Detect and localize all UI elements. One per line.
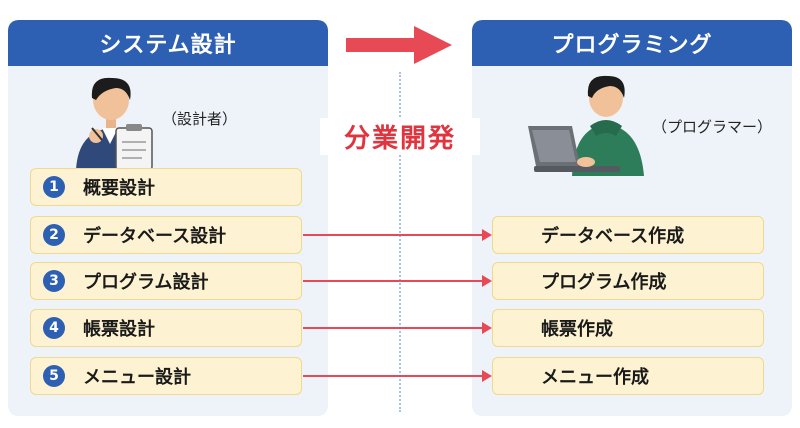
list-item-program-design: 3 プログラム設計	[30, 262, 302, 300]
connector-arrow-icon	[303, 322, 492, 334]
item-label: メニュー作成	[541, 367, 649, 388]
center-divider	[399, 72, 401, 412]
item-label: プログラム設計	[83, 272, 209, 293]
item-label: メニュー設計	[83, 367, 191, 388]
programming-panel-title: プログラミング	[472, 20, 792, 66]
step-number-badge: 5	[43, 365, 65, 387]
connector-arrow-icon	[303, 275, 492, 287]
list-item-overview-design: 1 概要設計	[30, 168, 302, 206]
programmer-role-label: （プログラマー）	[652, 118, 773, 136]
item-label: 帳票設計	[83, 319, 155, 340]
list-item-report-build: 帳票作成	[492, 309, 764, 347]
flow-arrow-icon	[346, 26, 452, 64]
item-label: データベース作成	[541, 226, 685, 247]
division-of-labor-label: 分業開発	[320, 118, 480, 155]
list-item-database-design: 2 データベース設計	[30, 216, 302, 254]
list-item-database-build: データベース作成	[492, 216, 764, 254]
connector-arrow-icon	[303, 229, 492, 241]
list-item-report-design: 4 帳票設計	[30, 309, 302, 347]
programmer-illustration	[528, 75, 644, 176]
connector-arrow-icon	[303, 370, 492, 382]
list-item-menu-design: 5 メニュー設計	[30, 357, 302, 395]
item-label: プログラム作成	[541, 272, 667, 293]
list-item-menu-build: メニュー作成	[492, 357, 764, 395]
list-item-program-build: プログラム作成	[492, 262, 764, 300]
design-panel-title: システム設計	[8, 20, 328, 66]
item-label: データベース設計	[83, 226, 227, 247]
designer-role-label: （設計者）	[162, 110, 238, 128]
step-number-badge: 1	[43, 176, 65, 198]
step-number-badge: 4	[43, 317, 65, 339]
step-number-badge: 2	[43, 224, 65, 246]
designer-illustration	[76, 77, 153, 170]
item-label: 概要設計	[83, 178, 155, 199]
item-label: 帳票作成	[541, 319, 613, 340]
step-number-badge: 3	[43, 270, 65, 292]
